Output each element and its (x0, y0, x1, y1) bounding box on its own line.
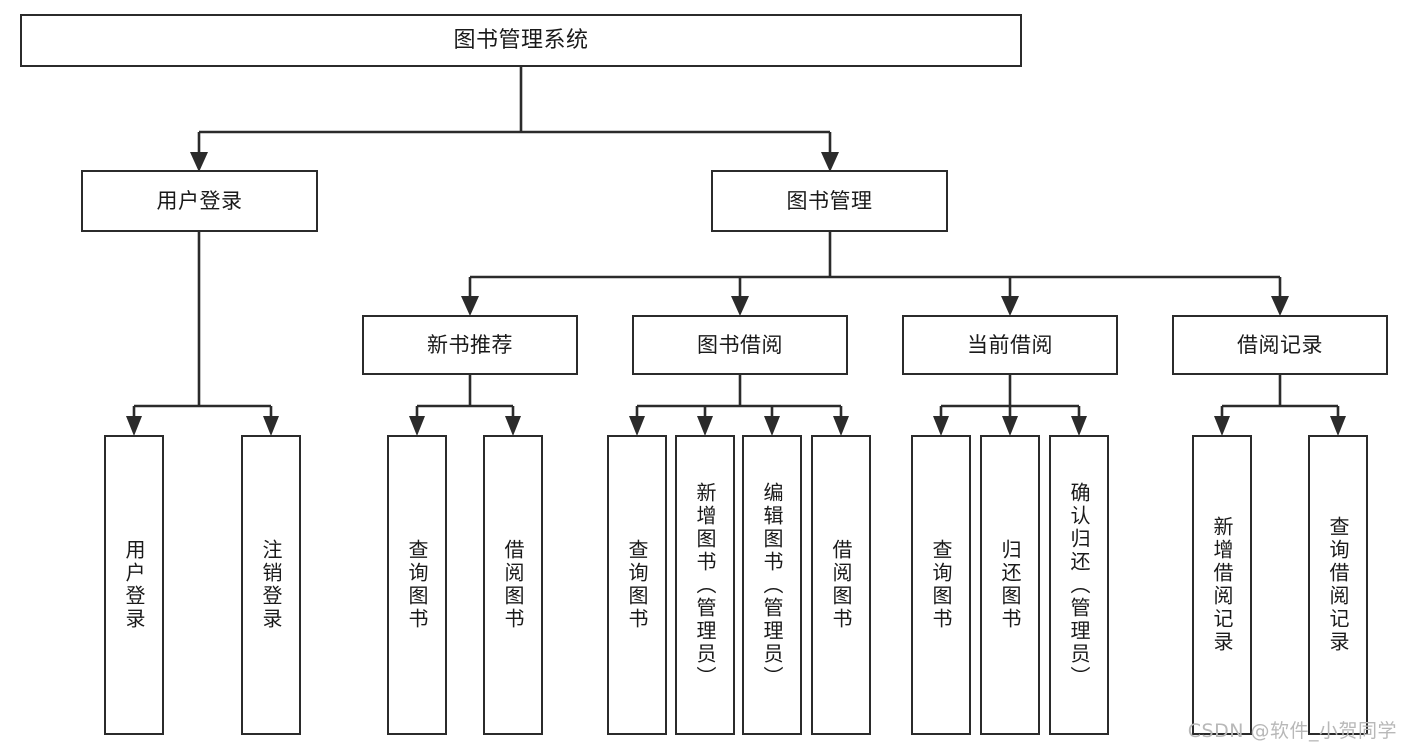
node-label: 当前借阅 (967, 332, 1053, 357)
node-label: 用户登录 (156, 188, 243, 213)
node-label: 借阅图书 (501, 539, 525, 631)
node-label: 查询图书 (625, 539, 649, 631)
node-label: 查询图书 (405, 539, 429, 631)
leaf-borrow-edit-book-admin[interactable]: 编辑图书（管理员） (742, 435, 802, 735)
leaf-new-book-query[interactable]: 查询图书 (387, 435, 447, 735)
node-user-login[interactable]: 用户登录 (81, 170, 318, 232)
node-label: 新书推荐 (427, 332, 513, 357)
node-label: 新增图书（管理员） (693, 481, 717, 689)
leaf-user-login-login[interactable]: 用户登录 (104, 435, 164, 735)
node-current-borrow[interactable]: 当前借阅 (902, 315, 1118, 375)
leaf-user-login-logout[interactable]: 注销登录 (241, 435, 301, 735)
node-label: 图书借阅 (697, 332, 783, 357)
node-label: 借阅图书 (829, 539, 853, 631)
leaf-current-return-book[interactable]: 归还图书 (980, 435, 1040, 735)
node-label: 图书管理 (786, 188, 873, 213)
node-label: 归还图书 (998, 539, 1022, 631)
node-borrow-records[interactable]: 借阅记录 (1172, 315, 1388, 375)
node-new-book-recommend[interactable]: 新书推荐 (362, 315, 578, 375)
leaf-borrow-borrow-book[interactable]: 借阅图书 (811, 435, 871, 735)
node-book-borrow[interactable]: 图书借阅 (632, 315, 848, 375)
node-label: 查询图书 (929, 539, 953, 631)
node-label: 借阅记录 (1237, 332, 1323, 357)
leaf-borrow-add-book-admin[interactable]: 新增图书（管理员） (675, 435, 735, 735)
node-label: 用户登录 (122, 539, 146, 631)
node-root-system[interactable]: 图书管理系统 (20, 14, 1022, 67)
leaf-current-confirm-return-admin[interactable]: 确认归还（管理员） (1049, 435, 1109, 735)
leaf-new-book-borrow[interactable]: 借阅图书 (483, 435, 543, 735)
leaf-borrow-query-book[interactable]: 查询图书 (607, 435, 667, 735)
leaf-records-add-record[interactable]: 新增借阅记录 (1192, 435, 1252, 735)
leaf-records-query-record[interactable]: 查询借阅记录 (1308, 435, 1368, 735)
node-book-management[interactable]: 图书管理 (711, 170, 948, 232)
leaf-current-query-book[interactable]: 查询图书 (911, 435, 971, 735)
node-label: 注销登录 (259, 539, 283, 631)
node-label: 编辑图书（管理员） (760, 481, 784, 689)
node-label: 确认归还（管理员） (1067, 481, 1091, 689)
node-label: 图书管理系统 (453, 27, 589, 53)
node-label: 查询借阅记录 (1326, 516, 1350, 654)
node-label: 新增借阅记录 (1210, 516, 1234, 654)
csdn-watermark: CSDN @软件_小贺同学 (1187, 720, 1397, 742)
